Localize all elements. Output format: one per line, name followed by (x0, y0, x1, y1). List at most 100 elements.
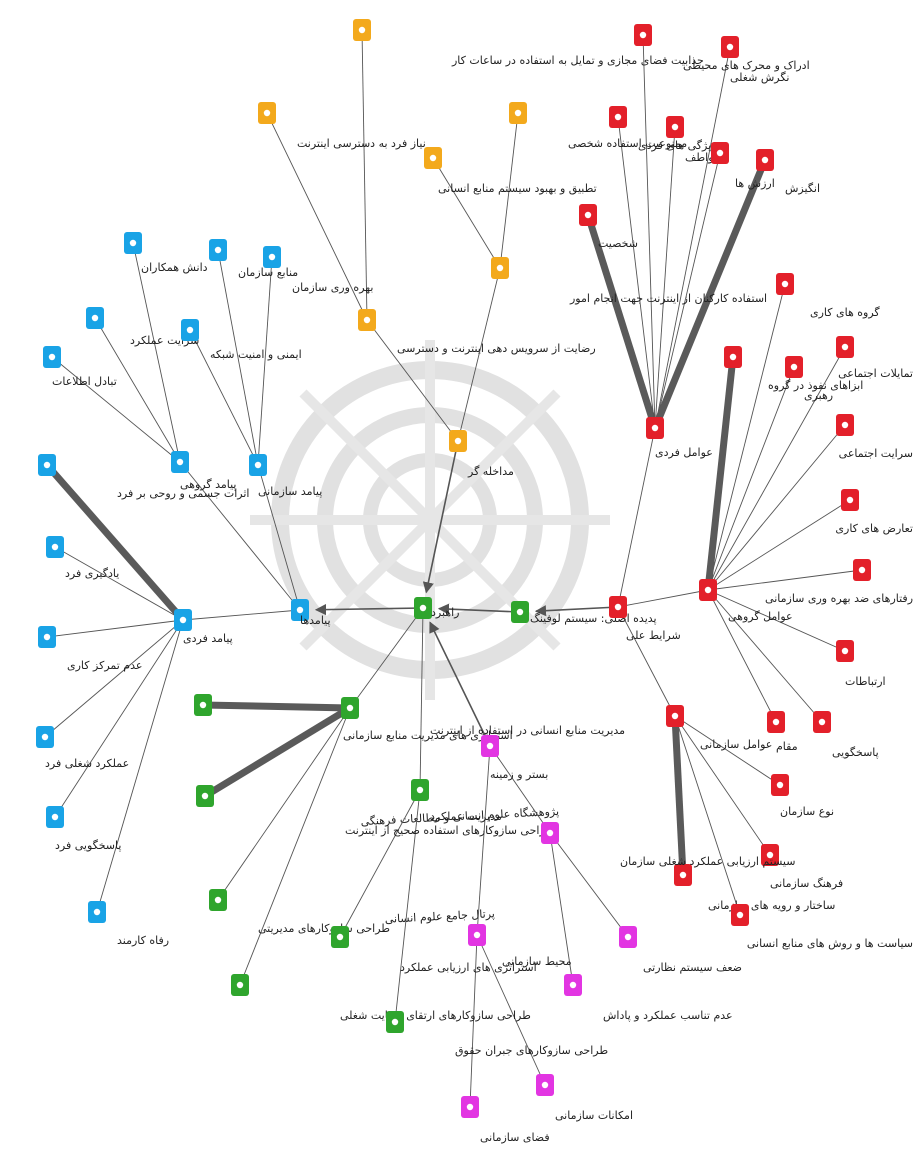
node-system_arzyabi[interactable]: سیستم ارزیابی عملکرد شغلی سازمان (541, 822, 795, 868)
edge-avamel_goruhi-to-nofuz (704, 356, 737, 591)
node-tarahi_modiriati[interactable]: طراحی سازوکارهای مدیریتی (209, 889, 390, 935)
node-refah[interactable]: رفاه کارمند (88, 901, 169, 947)
node-dot-icon (473, 931, 481, 939)
node-niaz[interactable]: نیاز فرد به دسترسی اینترنت (258, 102, 426, 150)
edge-modiriat_manabe-to-tarahi_modiriati (217, 707, 351, 901)
node-asarat[interactable]: اثرات جسمی و روحی بر فرد (38, 454, 249, 500)
node-dot-icon (614, 603, 622, 611)
node-dot-icon (639, 31, 647, 39)
node-goruhha[interactable]: گروه های کاری (776, 273, 880, 319)
node-dot-icon (263, 109, 271, 117)
node-tabadol[interactable]: تبادل اطلاعات (43, 346, 117, 388)
node-noe_sazman[interactable]: نوع سازمان (771, 774, 834, 818)
node-taarozha[interactable]: تعارض های کاری (835, 489, 913, 535)
node-jazabiat[interactable]: جذابیت فضای مجازی و تمایل به استفاده در … (353, 19, 704, 67)
node-payamad_goruhi[interactable]: پیامد گروهی (171, 451, 236, 491)
node-padide_asli[interactable]: پدیده اصلی: سیستم لوفینگ (511, 601, 657, 625)
node-mamnuiat[interactable]: ممنوعیت استفاده شخصی (509, 102, 687, 150)
node-label: رضایت از سرویس دهی اینترنت و دسترسی (397, 342, 596, 355)
edge-avamel_fardi-to-edrak (642, 34, 656, 429)
node-raftar[interactable]: رفتارهای ضد بهره وری سازمانی (765, 559, 913, 605)
node-label: گروه های کاری (810, 306, 880, 319)
node-pasokhgui_fard[interactable]: پاسخگویی فرد (46, 806, 121, 852)
node-pasokhgui[interactable]: پاسخگویی (813, 711, 879, 759)
edge-avamel_fardi-to-vizhegi (617, 116, 656, 429)
node-payamad_fardi[interactable]: پیامد فردی (174, 609, 233, 645)
node-rahbord[interactable]: راهبرد (414, 597, 459, 619)
node-dot-icon (179, 616, 187, 624)
node-avamel_fardi[interactable]: عوامل فردی (646, 417, 713, 459)
edge-payamad_goruhi-to-payamadha (179, 461, 301, 611)
node-tamarkoz[interactable]: عدم تمرکز کاری (38, 626, 142, 672)
node-nofuz[interactable]: ابزاهای نفوذ در گروه (724, 346, 863, 392)
node-label: مدیریت عملکرد (430, 810, 502, 823)
node-label: تبادل اطلاعات (52, 375, 117, 388)
node-emkanat[interactable]: امکانات سازمانی (536, 1074, 633, 1122)
node-maqam[interactable]: مقام (767, 711, 798, 753)
node-adam_tanasob[interactable]: عدم تناسب عملکرد و پاداش (564, 974, 733, 1022)
node-estratezhi_modiriat[interactable]: استراتژی های مدیریت منابع سازمانی (194, 694, 513, 742)
node-siasat[interactable]: سیاست ها و روش های منابع انسانی (731, 904, 913, 950)
edge-ezafe_kar-to-mamnuiat (499, 112, 519, 269)
node-modakhele[interactable]: مداخله گر (449, 430, 514, 478)
node-avamel_goruhi[interactable]: عوامل گروهی (699, 579, 793, 623)
node-shrayet_eli[interactable]: شرایط علی (609, 596, 681, 642)
node-label: طراحی سازوکارهای جبران حقوق (455, 1044, 608, 1057)
node-rahbari[interactable]: رهبری (785, 356, 833, 402)
node-label: طراحی سازوکارهای استفاده صحیح از اینترنت (345, 824, 555, 837)
node-payamad_sazmani[interactable]: پیامد سازمانی (249, 454, 322, 498)
node-tarahi_hoghugh[interactable]: طراحی سازوکارهای جبران حقوق (386, 1011, 608, 1057)
node-ezafe_kar[interactable]: استفاده کارکنان از اینترنت جهت انجام امو… (491, 257, 767, 305)
node-tarahi_reza[interactable]: طراحی سازوکارهای ارتقای رضایت شغلی (231, 974, 531, 1022)
node-serayat_ejtemai[interactable]: سرایت اجتماعی (836, 414, 913, 460)
node-edrak[interactable]: ادراک و محرک های محیطی (634, 24, 810, 72)
node-bahrevari[interactable]: بهره وری سازمان (263, 246, 373, 294)
node-avamel_sazmani[interactable]: عوامل سازمانی (666, 705, 772, 751)
node-yadgiri[interactable]: یادگیری فرد (46, 536, 119, 580)
node-label: نیاز فرد به دسترسی اینترنت (297, 137, 426, 150)
node-tatbigh[interactable]: تطبیق و بهبود سیستم منابع انسانی (424, 147, 597, 196)
node-amniat[interactable]: ایمنی و امنیت شبکه (181, 319, 302, 361)
edge-avamel_goruhi-to-raftar (707, 569, 863, 591)
node-dot-icon (496, 264, 504, 272)
node-mohit[interactable]: محیط سازمانی (468, 924, 572, 968)
node-tamayolat[interactable]: تمایلات اجتماعی (836, 336, 913, 380)
node-farhang[interactable]: فرهنگ سازمانی (761, 844, 843, 890)
node-zaf[interactable]: ضعف سیستم نظارتی (619, 926, 742, 974)
node-danesh[interactable]: دانش همکاران (124, 232, 208, 274)
node-dot-icon (716, 149, 724, 157)
node-dot-icon (51, 813, 59, 821)
node-rezayat[interactable]: رضایت از سرویس دهی اینترنت و دسترسی (358, 309, 596, 355)
node-amalkard_fard[interactable]: عملکرد شغلی فرد (36, 726, 129, 770)
node-payamadha[interactable]: پیامدها (291, 599, 331, 627)
edge-system_arzyabi-to-adam_tanasob (549, 832, 574, 986)
node-modiriat_manabe[interactable]: مدیریت منابع انسانی در استفاده از اینترن… (341, 697, 625, 737)
node-angizesh[interactable]: انگیزش (756, 149, 820, 195)
node-vizhegi[interactable]: ویژگی های فردی (609, 106, 716, 152)
node-label: بهره وری سازمان (292, 281, 373, 294)
node-faza[interactable]: فضای سازمانی (461, 1096, 550, 1144)
edge-payamad_fardi-to-pasokhgui_fard (54, 619, 184, 818)
edge-avamel_sazmani-to-farhang (674, 715, 771, 856)
node-dot-icon (454, 437, 462, 445)
edge-avamel_goruhi-to-pasokhgui (707, 589, 823, 723)
edge-modakhele-to-rahbord (422, 440, 459, 594)
edge-payamad_fardi-to-refah (96, 619, 184, 913)
edge-payamad_goruhi-to-serayat (94, 317, 181, 463)
node-negaresh[interactable]: نگرش شغلی (721, 36, 789, 84)
node-dot-icon (671, 712, 679, 720)
node-bastar[interactable]: بستر و زمینه (481, 735, 548, 781)
node-shakhsiat[interactable]: شخصیت (579, 204, 638, 250)
node-label: محیط سازمانی (502, 955, 572, 968)
edge-shrayet_eli-to-padide_asli (534, 605, 619, 617)
node-tarahi_sahih[interactable]: طراحی سازوکارهای استفاده صحیح از اینترنت (196, 785, 555, 837)
edge-avamel_goruhi-to-taarozha (707, 499, 851, 591)
node-estratezhi_arzyabi[interactable]: استراتژی های ارزیابی عملکرد (331, 926, 537, 974)
edge-payamad_sazmani-to-amniat (189, 329, 259, 466)
node-dot-icon (736, 911, 744, 919)
node-ertebatat[interactable]: ارتباطات (836, 640, 886, 688)
node-manabe[interactable]: منابع سازمان (209, 239, 298, 279)
node-modiriat_amalkard[interactable]: مدیریت عملکرد (411, 779, 502, 823)
node-arzeshha[interactable]: ارزش ها (711, 142, 775, 190)
node-label: بستر و زمینه (490, 768, 548, 781)
